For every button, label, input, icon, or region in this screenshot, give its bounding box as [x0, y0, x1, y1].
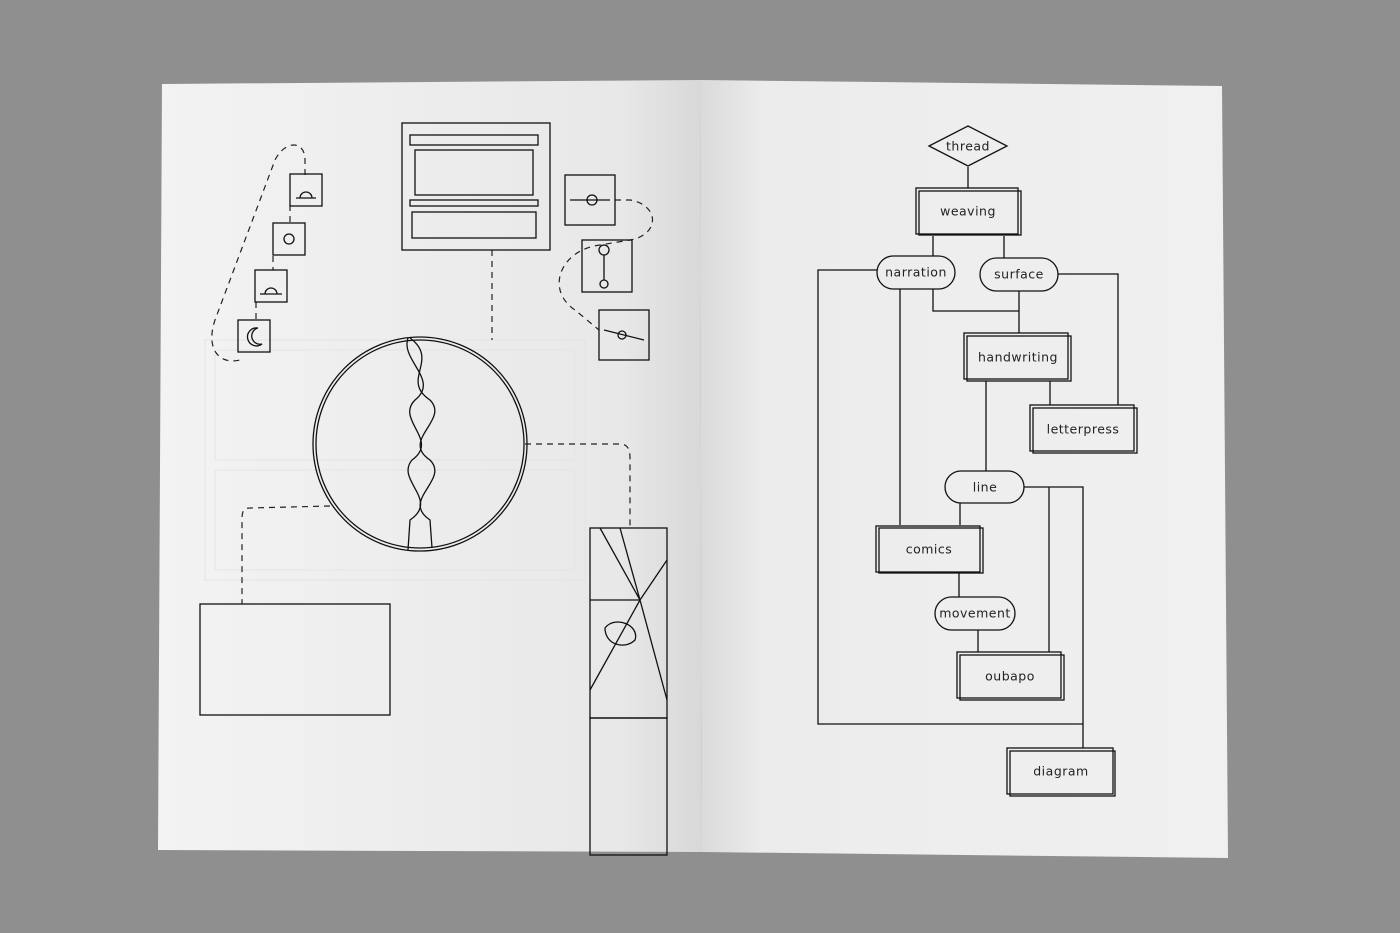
- flowchart-connectors: [817, 167, 1119, 748]
- moon-icon: [237, 319, 271, 353]
- node-weaving-label: weaving: [940, 204, 996, 219]
- woven-checker-pattern: [589, 717, 668, 856]
- node-movement-label: movement: [939, 606, 1011, 621]
- node-comics: comics: [875, 525, 984, 574]
- node-handwriting: handwriting: [963, 332, 1072, 382]
- node-line-label: line: [973, 480, 998, 495]
- right-page: [700, 80, 1228, 858]
- knit-pattern: [199, 603, 391, 716]
- node-letterpress: letterpress: [1029, 404, 1138, 454]
- node-diagram-label: diagram: [1033, 764, 1088, 779]
- node-narration: narration: [876, 255, 956, 290]
- node-diagram: diagram: [1006, 747, 1116, 797]
- node-line: line: [944, 470, 1025, 504]
- node-surface: surface: [979, 257, 1059, 292]
- node-comics-label: comics: [906, 542, 953, 557]
- spindle-icon: [581, 239, 633, 293]
- left-page: [158, 80, 702, 852]
- node-oubapo: oubapo: [956, 651, 1065, 701]
- node-handwriting-label: handwriting: [978, 350, 1058, 365]
- sunset-icon: [254, 269, 288, 303]
- node-oubapo-label: oubapo: [985, 669, 1035, 684]
- node-movement: movement: [934, 596, 1016, 631]
- bobbin-icon: [564, 174, 616, 226]
- sunrise-icon: [289, 173, 323, 207]
- left-page-illustrations: [199, 122, 668, 856]
- node-weaving: weaving: [915, 187, 1022, 236]
- node-narration-label: narration: [885, 265, 947, 280]
- flowchart: thread weaving narration surface handwri…: [817, 125, 1138, 797]
- node-thread: thread: [927, 125, 1009, 167]
- thread-knot-icon: [598, 309, 650, 361]
- sun-icon: [272, 222, 306, 256]
- loom-illustration: [401, 122, 551, 251]
- node-thread-label: thread: [946, 139, 990, 154]
- node-letterpress-label: letterpress: [1047, 422, 1120, 437]
- node-surface-label: surface: [994, 267, 1044, 282]
